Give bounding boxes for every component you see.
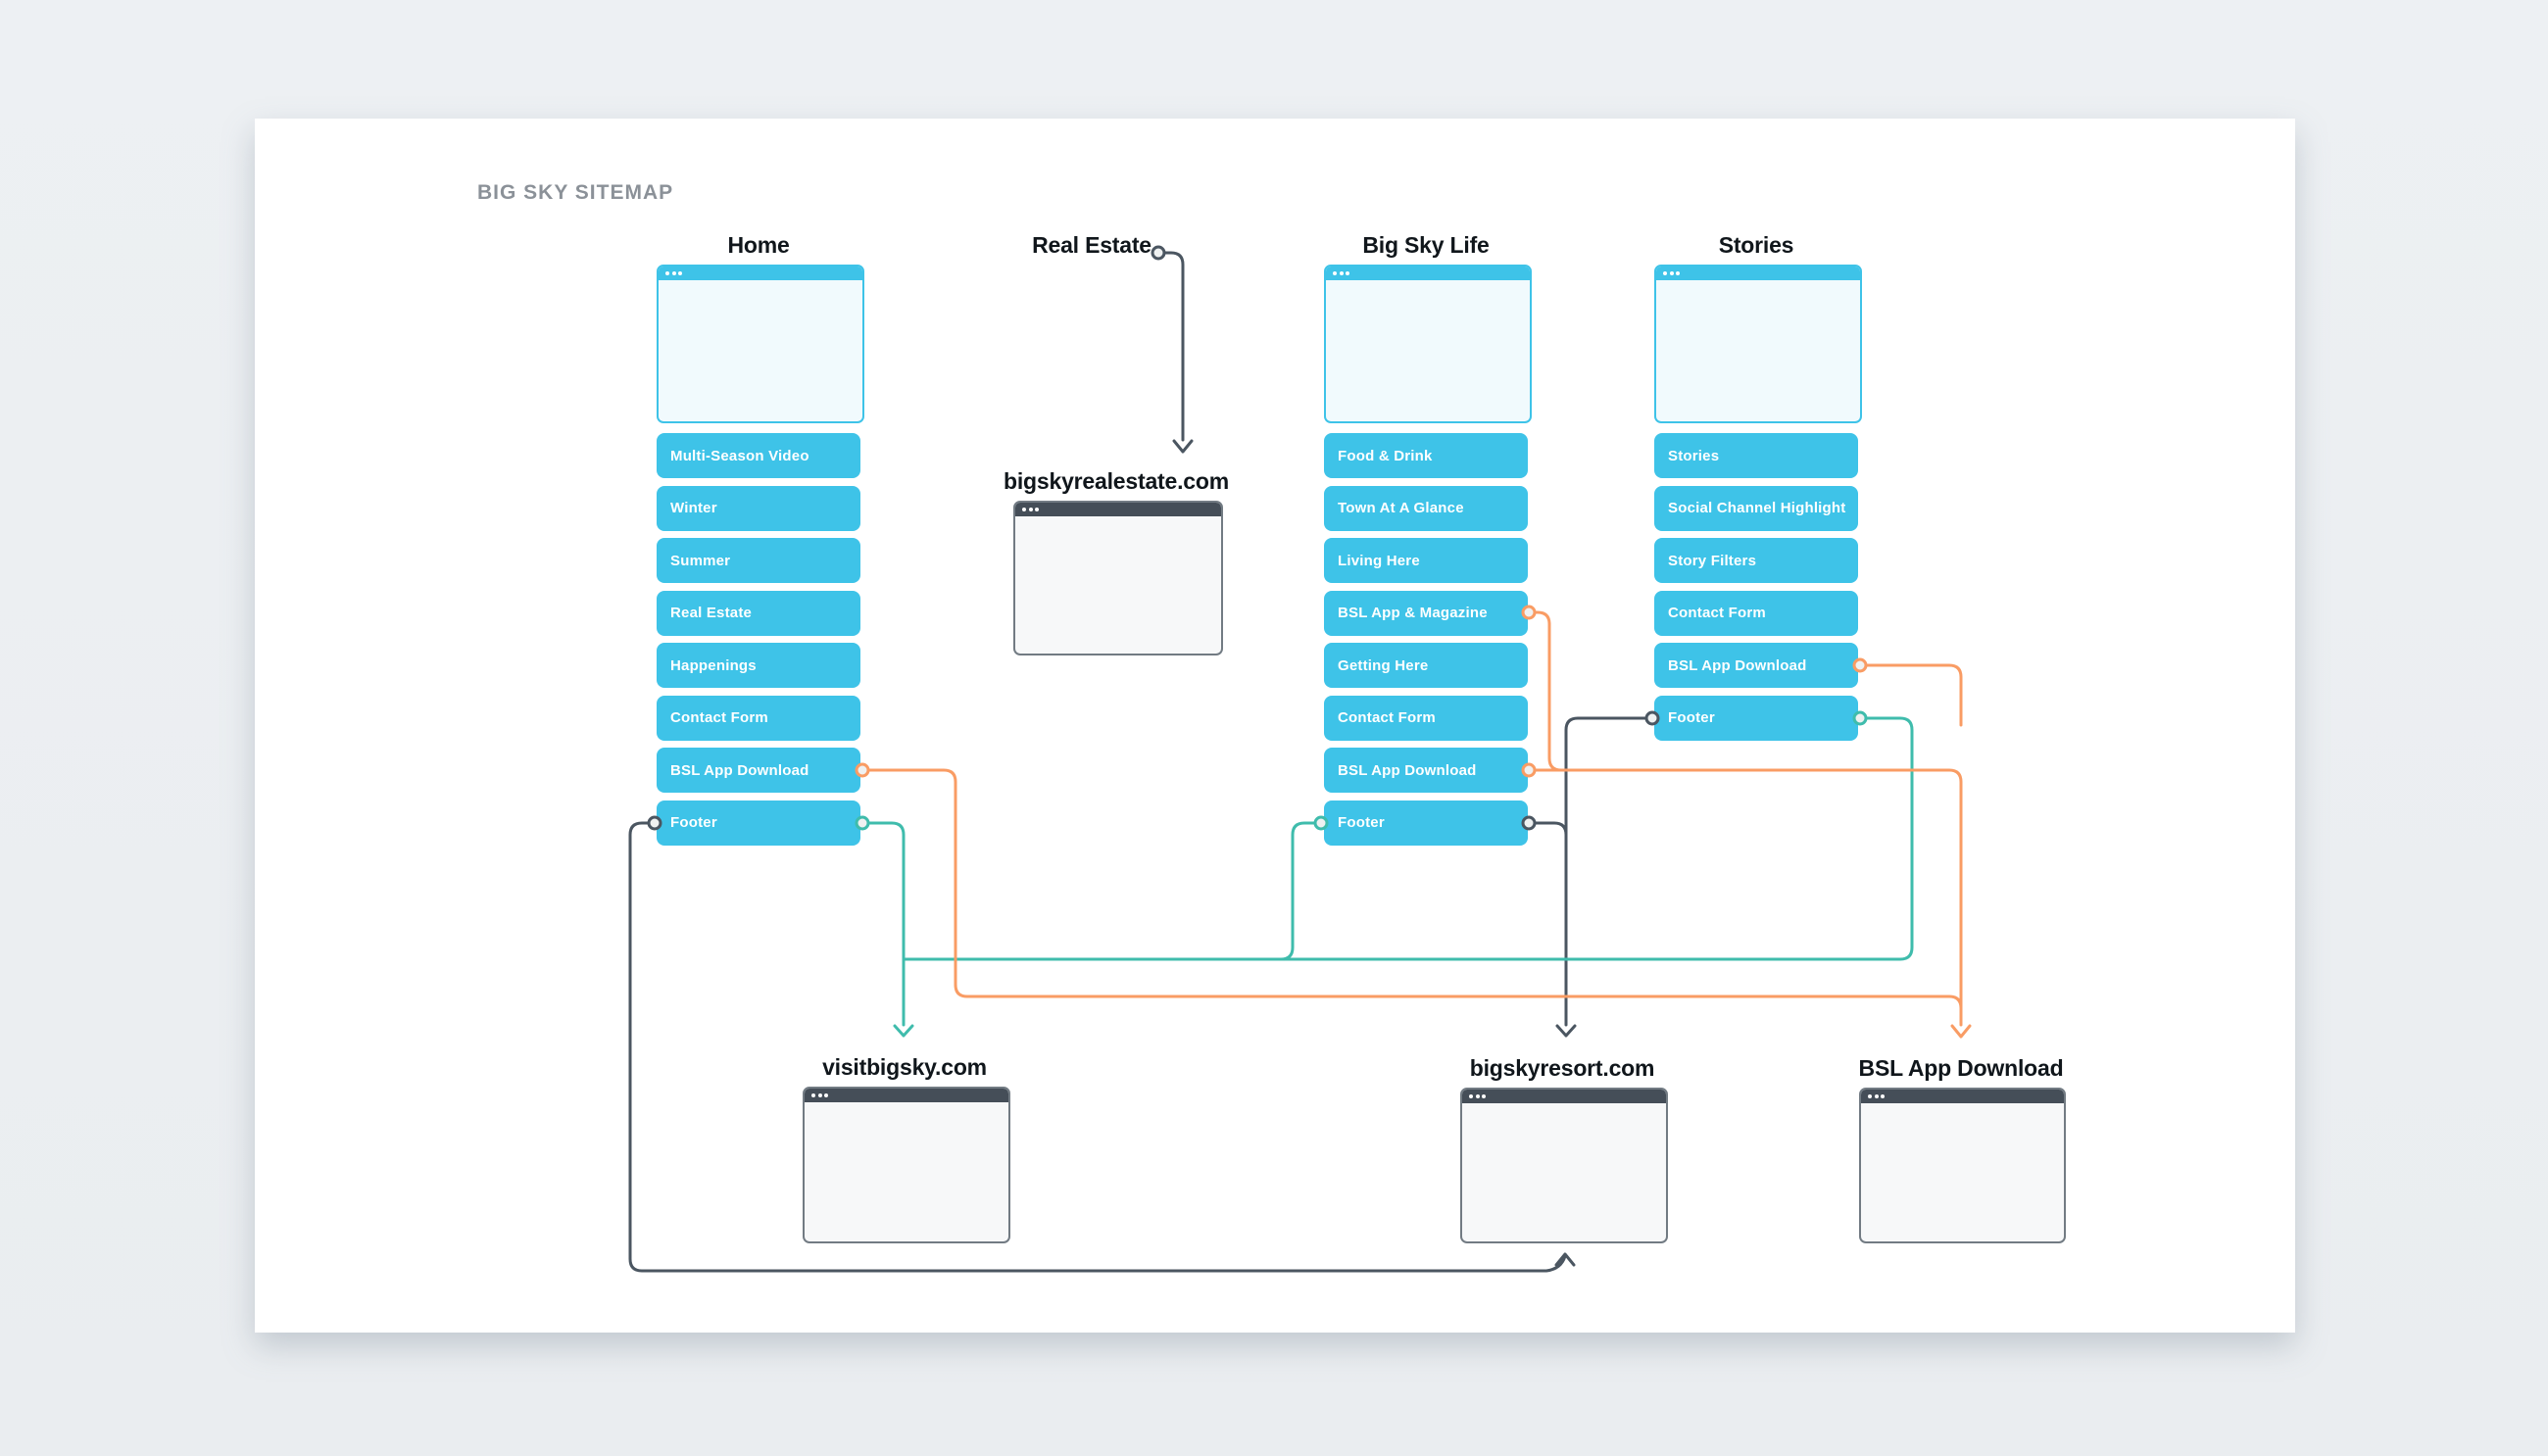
stories-node-list: Stories Social Channel Highlight Story F…: [1654, 433, 1858, 741]
window-titlebar: [1861, 1090, 2064, 1103]
bigskyresort-window: [1460, 1088, 1668, 1243]
window-titlebar: [1015, 503, 1221, 516]
home-window-thumbnail: [657, 265, 864, 423]
node-stories: Stories: [1654, 433, 1858, 478]
node-bsl-app-download: BSL App Download: [657, 748, 860, 793]
node-food-drink: Food & Drink: [1324, 433, 1528, 478]
node-summer: Summer: [657, 538, 860, 583]
window-dot-icon: [1669, 271, 1674, 275]
big-sky-life-window-thumbnail: [1324, 265, 1532, 423]
page-title-bigskyrealestate: bigskyrealestate.com: [1004, 468, 1229, 494]
window-dot-icon: [1333, 271, 1337, 275]
node-footer: Footer: [1324, 800, 1528, 846]
window-dot-icon: [1482, 1094, 1486, 1098]
node-real-estate: Real Estate: [657, 590, 860, 636]
node-getting-here: Getting Here: [1324, 643, 1528, 688]
home-node-list: Multi-Season Video Winter Summer Real Es…: [657, 433, 860, 846]
window-dot-icon: [1868, 1094, 1872, 1098]
node-footer: Footer: [657, 800, 860, 846]
window-titlebar: [1462, 1090, 1666, 1103]
window-dot-icon: [671, 271, 676, 275]
page-title-bsl-app-download: BSL App Download: [1858, 1055, 2064, 1081]
window-dot-icon: [811, 1093, 815, 1097]
bsl-app-download-window: [1859, 1088, 2066, 1243]
node-winter: Winter: [657, 485, 860, 531]
window-dot-icon: [1022, 508, 1026, 511]
window-dot-icon: [1881, 1094, 1885, 1098]
window-dot-icon: [817, 1093, 822, 1097]
node-contact-form: Contact Form: [657, 695, 860, 741]
node-bsl-app-magazine: BSL App & Magazine: [1324, 590, 1528, 636]
window-titlebar: [1656, 267, 1860, 280]
sitemap-title: BIG SKY SITEMAP: [477, 181, 674, 204]
window-dot-icon: [1676, 271, 1680, 275]
window-dot-icon: [678, 271, 682, 275]
node-multi-season-video: Multi-Season Video: [657, 433, 860, 478]
window-dot-icon: [665, 271, 669, 275]
node-contact-form: Contact Form: [1324, 695, 1528, 741]
node-bsl-app-download: BSL App Download: [1324, 748, 1528, 793]
column-title-home: Home: [727, 232, 790, 258]
window-dot-icon: [1339, 271, 1344, 275]
window-dot-icon: [1028, 508, 1033, 511]
node-happenings: Happenings: [657, 643, 860, 688]
column-title-real-estate: Real Estate: [1032, 232, 1152, 258]
column-title-big-sky-life: Big Sky Life: [1362, 232, 1490, 258]
node-footer: Footer: [1654, 695, 1858, 741]
page-title-bigskyresort: bigskyresort.com: [1469, 1055, 1655, 1081]
stories-window-thumbnail: [1654, 265, 1862, 423]
node-living-here: Living Here: [1324, 538, 1528, 583]
window-dot-icon: [1035, 508, 1039, 511]
window-titlebar: [1326, 267, 1530, 280]
node-town-at-a-glance: Town At A Glance: [1324, 485, 1528, 531]
column-title-stories: Stories: [1718, 232, 1794, 258]
window-dot-icon: [1475, 1094, 1480, 1098]
window-dot-icon: [1346, 271, 1349, 275]
node-social-channel-highlight: Social Channel Highlight: [1654, 485, 1858, 531]
visitbigsky-window: [803, 1087, 1010, 1243]
page-title-visitbigsky: visitbigsky.com: [822, 1054, 987, 1080]
window-dot-icon: [1469, 1094, 1473, 1098]
window-titlebar: [805, 1089, 1008, 1102]
node-contact-form: Contact Form: [1654, 590, 1858, 636]
bigskyrealestate-window: [1013, 501, 1223, 655]
window-dot-icon: [824, 1093, 828, 1097]
node-bsl-app-download: BSL App Download: [1654, 643, 1858, 688]
big-sky-life-node-list: Food & Drink Town At A Glance Living Her…: [1324, 433, 1528, 846]
node-story-filters: Story Filters: [1654, 538, 1858, 583]
window-dot-icon: [1663, 271, 1667, 275]
window-titlebar: [659, 267, 862, 280]
window-dot-icon: [1874, 1094, 1879, 1098]
